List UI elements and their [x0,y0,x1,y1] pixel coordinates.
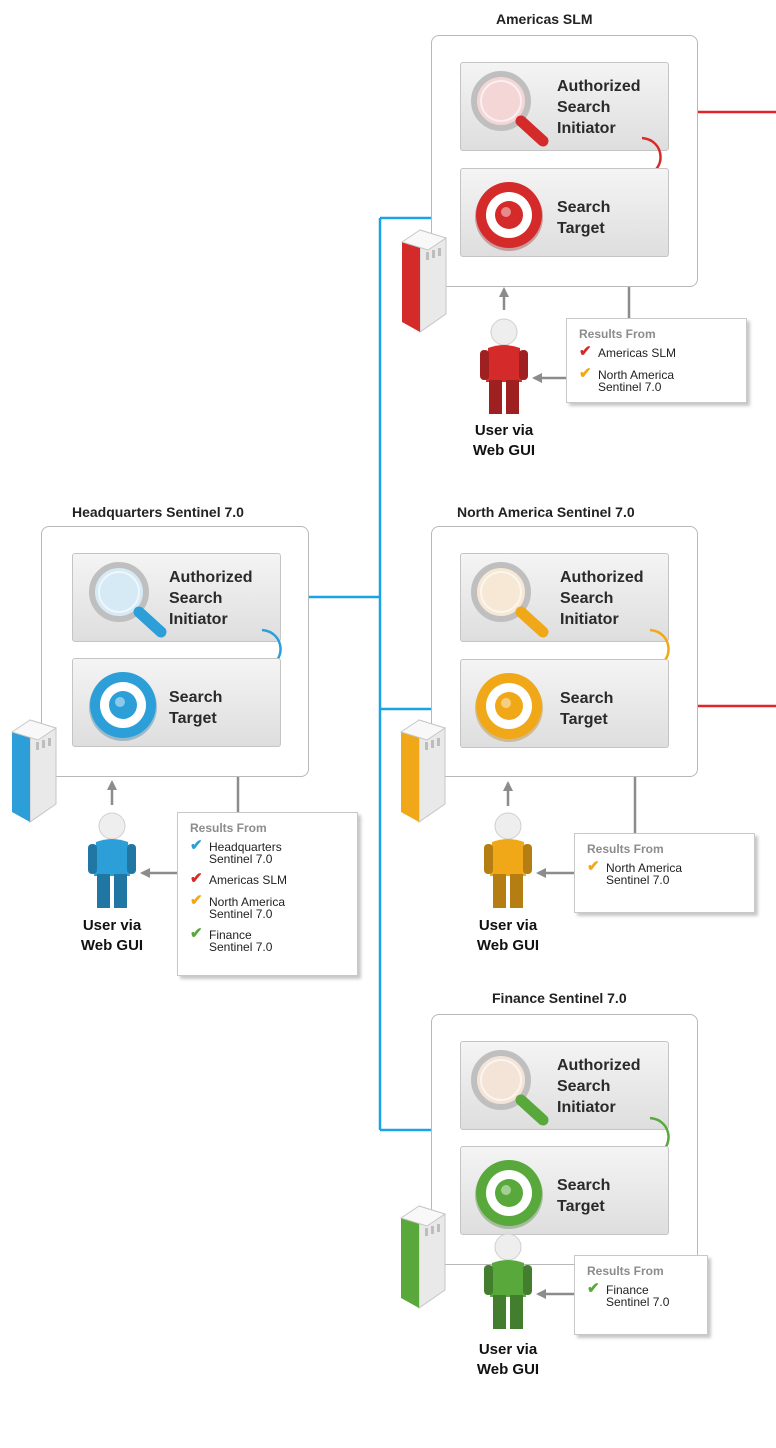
americas-initiator-module: Authorized Search Initiator [460,62,669,151]
results-item-text: Americas SLM [598,346,677,360]
check-icon: ✔ [587,858,600,875]
results-item-text: Sentinel 7.0 [209,940,273,954]
initiator-label: Authorized Search Initiator [557,1057,641,1116]
check-icon: ✔ [579,365,592,382]
finance-title: Finance Sentinel 7.0 [492,990,627,1006]
server-icon [399,719,447,823]
initiator-label: Authorized Search Initiator [169,569,253,628]
initiator-label: Authorized Search Initiator [560,569,644,628]
results-item-text: Sentinel 7.0 [598,380,662,394]
results-item-text: Finance [209,928,252,942]
magnifier-icon [471,71,549,147]
check-icon: ✔ [190,925,203,942]
target-label: Search Target [557,199,611,237]
headquarters-title: Headquarters Sentinel 7.0 [72,504,244,520]
target-icon [475,673,543,742]
finance-initiator-module: Authorized Search Initiator [460,1041,669,1130]
initiator-label: Authorized Search Initiator [557,78,641,137]
check-icon: ✔ [190,837,203,854]
user-via-web-gui-label: User via Web GUI [476,917,540,954]
results-item-text: North America [598,368,675,382]
server-icon [399,1205,447,1309]
results-item-text: North America [209,895,286,909]
results-item-text: Americas SLM [209,873,288,887]
magnifier-icon [89,562,167,638]
user-via-web-gui-label: User via Web GUI [472,422,536,459]
results-item-text: Headquarters [209,840,282,854]
results-from-heading: Results From [579,327,656,341]
target-icon [475,1160,543,1229]
user-via-web-gui-label: User via Web GUI [476,1341,540,1378]
target-icon [475,182,543,251]
results-item-text: Sentinel 7.0 [606,873,670,887]
north-america-target-module: Search Target [460,659,669,748]
user-icon [484,812,532,908]
finance-target-module: Search Target [460,1146,669,1235]
target-label: Search Target [169,689,223,727]
headquarters-initiator-module: Authorized Search Initiator [72,553,281,642]
americas-target-module: Search Target [460,168,669,257]
user-icon [88,812,136,908]
magnifier-icon [471,1050,549,1126]
results-from-heading: Results From [587,842,664,856]
check-icon: ✔ [579,343,592,360]
north-america-initiator-module: Authorized Search Initiator [460,553,669,642]
headquarters-target-module: Search Target [72,658,281,747]
target-icon [89,672,157,741]
server-icon [10,719,58,823]
target-label: Search Target [557,1177,611,1215]
results-from-heading: Results From [587,1264,664,1278]
check-icon: ✔ [587,1280,600,1297]
north-america-title: North America Sentinel 7.0 [457,504,635,520]
results-item-text: Sentinel 7.0 [209,852,273,866]
americas-results-panel: Results From ✔ Americas SLM ✔ North America… [566,318,747,403]
server-icon [400,229,448,333]
target-label: Search Target [560,690,614,728]
results-item-text: Sentinel 7.0 [209,907,273,921]
results-item-text: North America [606,861,683,875]
user-icon [484,1233,532,1329]
americas-title: Americas SLM [496,11,593,27]
results-from-heading: Results From [190,821,267,835]
user-icon [480,318,528,414]
results-item-text: Sentinel 7.0 [606,1295,670,1309]
check-icon: ✔ [190,870,203,887]
check-icon: ✔ [190,892,203,909]
user-via-web-gui-label: User via Web GUI [80,917,144,954]
magnifier-icon [471,562,549,638]
results-item-text: Finance [606,1283,649,1297]
